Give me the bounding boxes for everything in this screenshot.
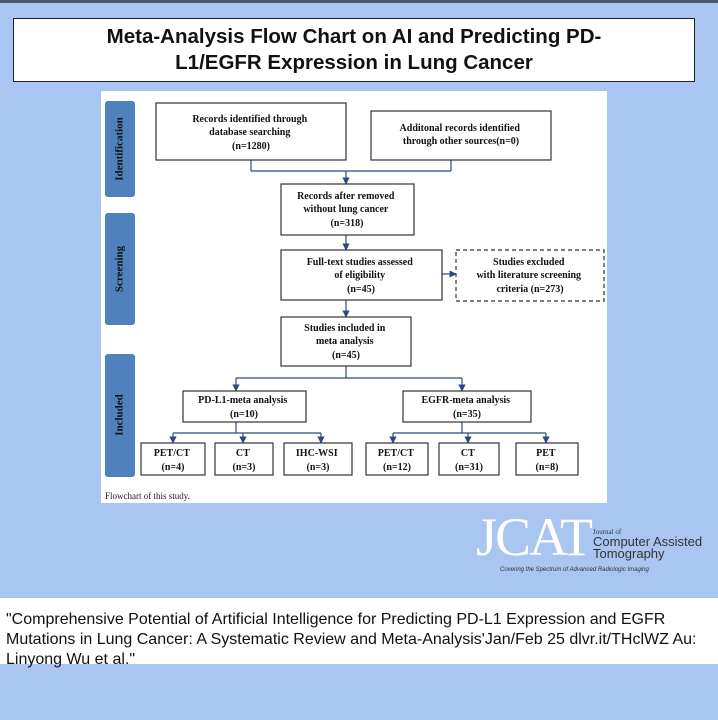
box-after-removed: Records after removed without lung cance… bbox=[297, 191, 397, 229]
box-pdl1-ct: CT (n=3) bbox=[233, 448, 256, 473]
box-egfr-ct: CT (n=31) bbox=[455, 448, 483, 473]
box-excluded: Studies excluded with literature screeni… bbox=[476, 257, 583, 295]
flowchart-figure: Identification Screening Included bbox=[101, 91, 607, 503]
citation-band: "Comprehensive Potential of Artificial I… bbox=[0, 598, 718, 668]
logo-letters: JCAT bbox=[476, 507, 593, 567]
box-db-search: Records identified through database sear… bbox=[192, 114, 309, 152]
page-title: Meta-Analysis Flow Chart on AI and Predi… bbox=[106, 25, 602, 74]
stage-screening: Screening bbox=[105, 213, 135, 325]
logo-journal-of: Journal of bbox=[593, 528, 622, 536]
boxes bbox=[140, 102, 605, 476]
stage-label-screening: Screening bbox=[114, 245, 126, 292]
figure-caption: Flowchart of this study. bbox=[105, 491, 190, 501]
logo-name-line1: Computer Assisted bbox=[593, 534, 703, 549]
box-egfr-meta: EGFR-meta analysis (n=35) bbox=[421, 395, 512, 420]
box-pdl1-ihc: IHC-WSI (n=3) bbox=[296, 448, 340, 473]
logo-name-line2: Tomography bbox=[593, 546, 665, 561]
box-egfr-pet: PET (n=8) bbox=[536, 448, 559, 473]
title-box: Meta-Analysis Flow Chart on AI and Predi… bbox=[13, 18, 695, 82]
jcat-logo: JCAT Journal of Computer Assisted Tomogr… bbox=[476, 509, 718, 579]
stage-identification: Identification bbox=[105, 101, 135, 197]
box-pdl1-petct: PET/CT (n=4) bbox=[154, 448, 192, 473]
flowchart-svg: Identification Screening Included bbox=[105, 101, 605, 477]
box-egfr-petct: PET/CT (n=12) bbox=[378, 448, 416, 473]
logo-tagline: Covering the Spectrum of Advanced Radiol… bbox=[500, 567, 649, 573]
box-other-sources: Additonal records identified through oth… bbox=[400, 123, 523, 147]
connectors bbox=[169, 160, 550, 444]
stage-included: Included bbox=[105, 354, 135, 477]
stage-label-identification: Identification bbox=[114, 117, 126, 181]
top-rule bbox=[0, 0, 718, 3]
stage-label-included: Included bbox=[114, 394, 126, 436]
box-pdl1-meta: PD-L1-meta analysis (n=10) bbox=[198, 395, 290, 420]
box-full-text: Full-text studies assessed of eligibilit… bbox=[307, 257, 416, 295]
citation-text: "Comprehensive Potential of Artificial I… bbox=[6, 611, 697, 668]
box-included: Studies included in meta analysis (n=45) bbox=[304, 323, 388, 361]
